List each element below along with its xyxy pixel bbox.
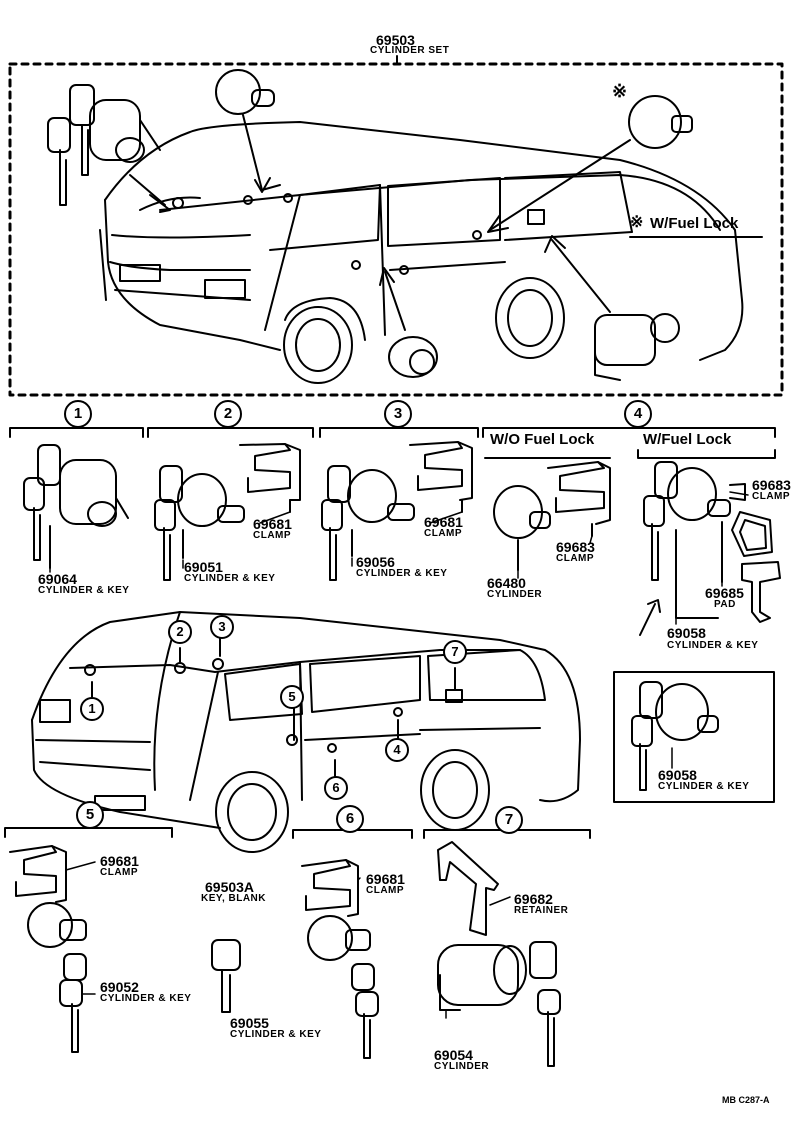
part-69054-name: CYLINDER [434,1061,490,1072]
subheader-w-fuel-lock: W/Fuel Lock [643,431,732,448]
group-marker-6-van: 6 [324,776,348,800]
bracket-4 [482,427,776,438]
part-69683-a-name: CLAMP [556,553,595,564]
part-69052-name: CYLINDER & KEY [100,993,192,1004]
part-69052-number: 69052 [100,979,139,995]
group-marker-1-van: 1 [80,697,104,721]
part-69056-number: 69056 [356,554,395,570]
top-cylinder-roof [215,69,281,193]
part-66480-number: 66480 [487,575,526,591]
part-69054-drawing [437,941,561,1067]
cylinder-set-number: 69503 [376,32,415,48]
part-69681-clamp-a [239,443,301,513]
part-69681-clamp-b [409,441,473,513]
fuel-lock-note-text: W/Fuel Lock [650,215,739,232]
part-69055-number: 69055 [230,1015,269,1031]
part-69051-drawing [154,465,245,581]
part-69681-b-name: CLAMP [424,528,463,539]
part-69682-number: 69682 [514,891,553,907]
part-69681-c-number: 69681 [100,853,139,869]
part-69685-name: PAD [714,599,736,610]
part-69683-b-name: CLAMP [752,491,791,502]
part-69681-c-name: CLAMP [100,867,139,878]
part-66480-name: CYLINDER [487,589,543,600]
part-69685-pad [721,511,773,583]
part-69058-b-number: 69058 [658,767,697,783]
part-69681-b-number: 69681 [424,514,463,530]
part-69051-number: 69051 [184,559,223,575]
part-66480-drawing [493,485,551,571]
subheader-wo-fuel-lock: W/O Fuel Lock [490,431,595,448]
part-69056-drawing [321,465,415,581]
bracket-5 [4,827,173,838]
bottom-van-illustration [31,611,581,853]
part-69055-key [211,939,241,1013]
top-cylinder-bottom [379,267,438,378]
part-69681-a-number: 69681 [253,516,292,532]
drawing-code: MB C287-A [722,1095,770,1105]
part-69681-d-name: CLAMP [366,885,405,896]
group-marker-1: 1 [64,400,92,428]
part-69058-b-drawing [631,681,719,791]
part-69064-drawing [23,444,129,569]
bracket-1 [9,427,144,438]
fuel-lock-mark-note: ※ [630,214,644,231]
part-69055-name: CYLINDER & KEY [230,1029,322,1040]
group-marker-4-van: 4 [385,738,409,762]
part-69685-number: 69685 [705,585,744,601]
part-69683-a-number: 69683 [556,539,595,555]
part-69064-name: CYLINDER & KEY [38,585,130,596]
group-marker-7-van: 7 [443,640,467,664]
group-marker-7: 7 [495,806,523,834]
group-marker-6: 6 [336,805,364,833]
part-69682-retainer [437,841,499,936]
top-cylinder-fuel-lock-mark [487,95,693,233]
part-69681-clamp-c [9,845,67,903]
top-fuel-lock-cylinder [544,235,680,381]
group-marker-2: 2 [214,400,242,428]
part-69503A-name: KEY, BLANK [201,893,267,904]
part-69681-d-number: 69681 [366,871,405,887]
part-69058-a-name: CYLINDER & KEY [667,640,759,651]
part-69054-number: 69054 [434,1047,473,1063]
bracket-2 [147,427,314,438]
group-marker-5: 5 [76,801,104,829]
top-van-illustration [99,121,744,384]
group-marker-3: 3 [384,400,412,428]
part-69056-name: CYLINDER & KEY [356,568,448,579]
part-69683-b-number: 69683 [752,477,791,493]
cylinder-set-name: CYLINDER SET [370,45,450,56]
part-69681-a-name: CLAMP [253,530,292,541]
bracket-w-fuel [637,449,776,459]
part-69058-a-number: 69058 [667,625,706,641]
part-69058-b-name: CYLINDER & KEY [658,781,750,792]
part-69055-cylinder-drawing [307,915,379,1059]
arrow-to-69058 [639,599,661,636]
part-69503A-number: 69503A [205,879,255,895]
part-69681-clamp-d [301,859,359,917]
part-69052-drawing [27,902,87,1053]
cylinder-set-dashed-box [8,62,784,397]
part-69058-a-drawing [643,461,731,619]
part-69682-name: RETAINER [514,905,569,916]
part-69683-clamp-a [547,461,611,537]
group-marker-3-van: 3 [210,615,234,639]
leader-lines [49,491,749,1019]
group-marker-4: 4 [624,400,652,428]
bracket-3 [319,427,479,438]
part-69064-number: 69064 [38,571,77,587]
part-69683-clamp-b [729,483,781,623]
fuel-lock-mark-top: ※ [612,81,628,101]
part-69051-name: CYLINDER & KEY [184,573,276,584]
box-69058 [613,671,775,803]
top-key-cylinder-front [47,84,171,213]
group-marker-5-van: 5 [280,685,304,709]
group-marker-2-van: 2 [168,620,192,644]
